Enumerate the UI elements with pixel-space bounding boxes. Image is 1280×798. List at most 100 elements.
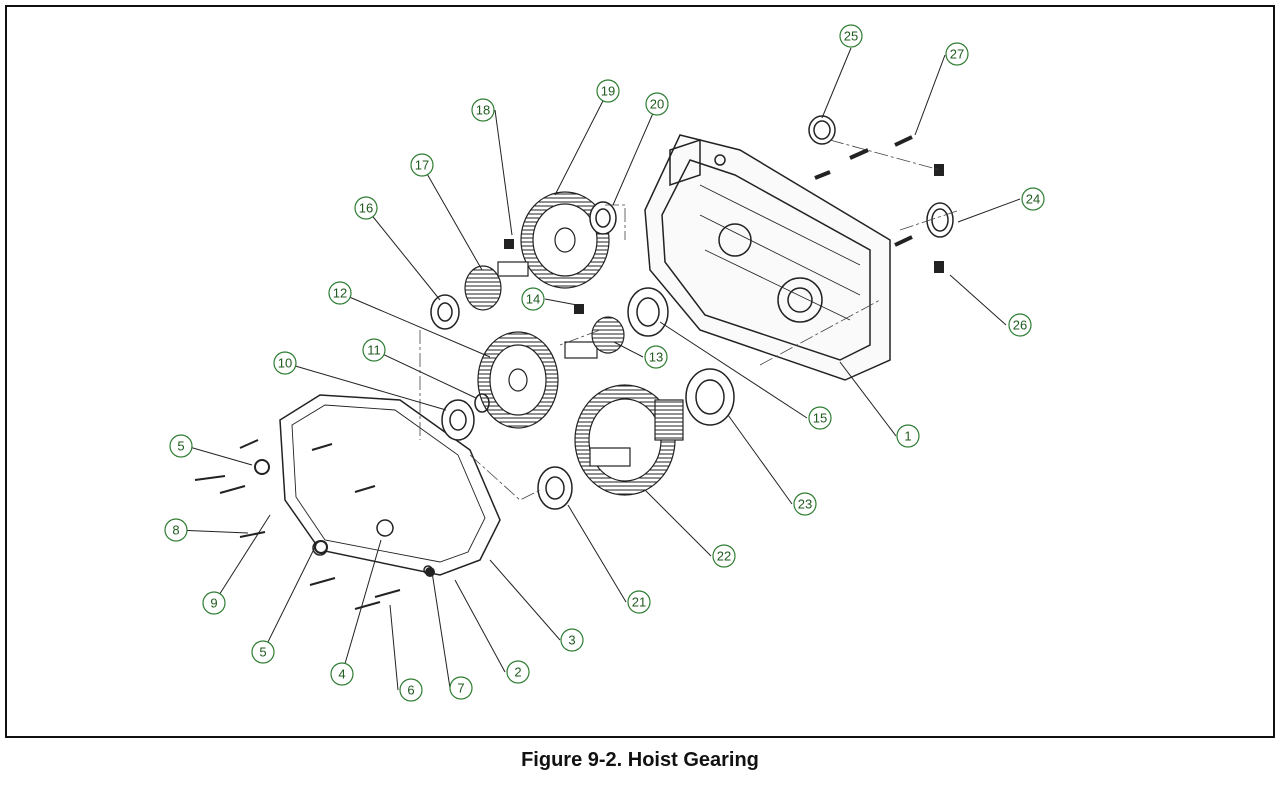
- callout-13: 13: [644, 345, 668, 369]
- ring-11: [474, 393, 490, 413]
- callout-21: 21: [627, 590, 651, 614]
- callout-label: 19: [601, 84, 615, 99]
- bearing-16: [430, 294, 460, 330]
- bearing-15: [627, 287, 669, 337]
- figure-caption: Figure 9-2. Hoist Gearing: [521, 749, 759, 771]
- callout-3: 3: [560, 628, 584, 652]
- centerlines: [419, 139, 961, 501]
- callout-label: 1: [904, 429, 911, 444]
- callout-17: 17: [410, 153, 434, 177]
- callout-label: 10: [278, 356, 292, 371]
- callout-bubble: [506, 660, 530, 684]
- callout-label: 24: [1026, 192, 1040, 207]
- callout-label: 7: [457, 681, 464, 696]
- callout-5a: 5: [169, 434, 193, 458]
- callout-bubble: [354, 196, 378, 220]
- callout-bubble: [449, 676, 473, 700]
- callout-label: 14: [526, 292, 540, 307]
- callout-label: 8: [172, 523, 179, 538]
- callout-label: 16: [359, 201, 373, 216]
- callout-6: 6: [399, 678, 423, 702]
- callout-2: 2: [506, 660, 530, 684]
- callout-label: 12: [333, 286, 347, 301]
- pinion-17: [464, 261, 529, 311]
- bearing-23: [685, 368, 735, 426]
- callout-1: 1: [896, 424, 920, 448]
- callout-label: 18: [476, 103, 490, 118]
- callout-8: 8: [164, 518, 188, 542]
- callout-18: 18: [471, 98, 495, 122]
- gear-19: [520, 191, 610, 289]
- gear-22: [574, 384, 684, 496]
- callout-label: 17: [415, 158, 429, 173]
- callout-label: 11: [367, 343, 381, 358]
- gear-housing: [644, 134, 891, 381]
- callout-20: 20: [645, 92, 669, 116]
- callout-7: 7: [449, 676, 473, 700]
- callout-15: 15: [808, 406, 832, 430]
- callout-24: 24: [1021, 187, 1045, 211]
- callout-14: 14: [521, 287, 545, 311]
- callout-bubble: [896, 424, 920, 448]
- callout-bubble: [410, 153, 434, 177]
- callout-label: 21: [632, 595, 646, 610]
- seal-24: [926, 202, 954, 238]
- callout-bubble: [471, 98, 495, 122]
- callout-label: 25: [844, 29, 858, 44]
- callout-bubble: [808, 406, 832, 430]
- pinion-13: [564, 316, 625, 359]
- callout-label: 13: [649, 350, 663, 365]
- callout-bubble: [712, 544, 736, 568]
- callout-bubble: [644, 345, 668, 369]
- callout-bubble: [1021, 187, 1045, 211]
- callout-label: 26: [1013, 318, 1027, 333]
- callout-label: 3: [568, 633, 575, 648]
- callout-bubble: [330, 662, 354, 686]
- callout-22: 22: [712, 544, 736, 568]
- callout-bubble: [839, 24, 863, 48]
- callout-bubble: [596, 79, 620, 103]
- callout-bubble: [169, 434, 193, 458]
- callout-label: 6: [407, 683, 414, 698]
- bearing-10: [441, 399, 475, 441]
- callout-bubble: [273, 351, 297, 375]
- callout-label: 23: [798, 497, 812, 512]
- callout-bubble: [251, 640, 275, 664]
- callout-bubble: [627, 590, 651, 614]
- callout-19: 19: [596, 79, 620, 103]
- callout-label: 27: [950, 47, 964, 62]
- callout-label: 22: [717, 549, 731, 564]
- callout-9: 9: [202, 591, 226, 615]
- callout-bubble: [793, 492, 817, 516]
- seal-25: [808, 115, 836, 145]
- leader-lines: [175, 47, 1021, 691]
- callout-10: 10: [273, 351, 297, 375]
- gear-12: [477, 331, 559, 429]
- callout-label: 2: [514, 665, 521, 680]
- figure-frame: [5, 5, 1275, 738]
- bearing-21: [537, 466, 573, 510]
- callout-27: 27: [945, 42, 969, 66]
- callout-bubble: [560, 628, 584, 652]
- callout-bubble: [645, 92, 669, 116]
- callout-bubble: [328, 281, 352, 305]
- callout-label: 15: [813, 411, 827, 426]
- callout-bubble: [202, 591, 226, 615]
- callout-16: 16: [354, 196, 378, 220]
- callout-label: 20: [650, 97, 664, 112]
- callout-label: 9: [210, 596, 217, 611]
- callout-label: 4: [338, 667, 345, 682]
- callout-bubble: [945, 42, 969, 66]
- callout-11: 11: [362, 338, 386, 362]
- bearing-20: [589, 201, 617, 235]
- callout-12: 12: [328, 281, 352, 305]
- callout-label: 5: [259, 645, 266, 660]
- callout-bubble: [1008, 313, 1032, 337]
- callout-5b: 5: [251, 640, 275, 664]
- callout-bubble: [399, 678, 423, 702]
- callout-bubble: [164, 518, 188, 542]
- callout-25: 25: [839, 24, 863, 48]
- callout-23: 23: [793, 492, 817, 516]
